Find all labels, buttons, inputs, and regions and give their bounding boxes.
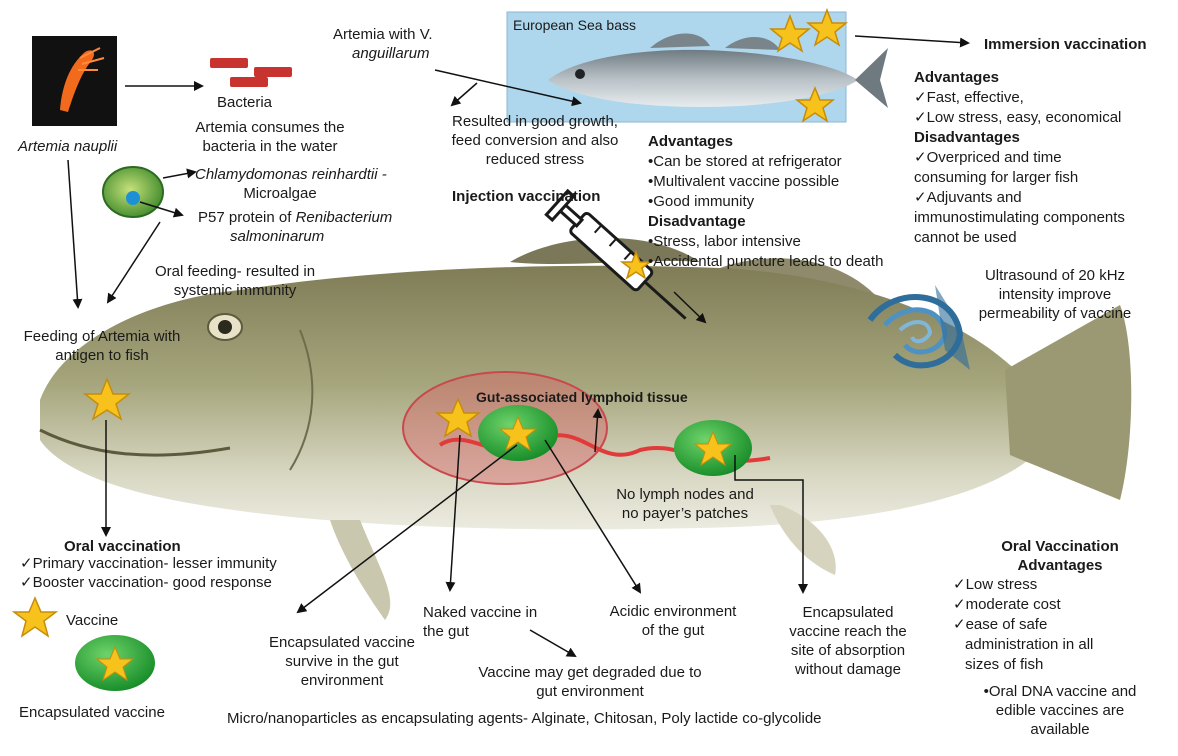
acidic-line2: of the gut [598,621,748,640]
oral-vaccination-item: ✓Booster vaccination- good response [20,573,272,592]
immersion-dis-item: consuming for larger fish [914,168,1125,188]
ultrasound-line2: intensity improve [955,285,1155,304]
feeding-line2: antigen to fish [2,346,202,365]
legend-encapsulated-label: Encapsulated vaccine [19,703,165,722]
encapsulated-vaccine-icon [478,405,558,461]
bacteria-label: Bacteria [217,93,272,112]
oral-vaccination-item: ✓Primary vaccination- lesser immunity [20,554,277,573]
oral-adv-item: sizes of fish [953,655,1093,675]
injection-title: Injection vaccination [452,187,600,206]
artemia-consumes-line2: bacteria in the water [170,137,370,156]
immersion-dis-item: ✓Adjuvants and [914,188,1125,208]
oral-adv-item: ✓moderate cost [953,595,1093,615]
no-lymph-line2: no payer’s patches [590,504,780,523]
immersion-dis-title: Disadvantages [914,128,1125,148]
oral-adv-item: ✓ease of safe [953,615,1093,635]
microalgae-type: Microalgae [195,184,365,203]
protein-text: P57 protein of [198,209,296,226]
immersion-details: Advantages ✓Fast, effective, ✓Low stress… [914,68,1125,248]
result-line2: feed conversion and also [435,131,635,150]
artemia-with-label-line2: anguillarum [352,44,430,63]
injection-adv-item: •Good immunity [648,192,883,212]
artemia-consumes-line1: Artemia consumes the [170,118,370,137]
injection-dis-item: •Stress, labor intensive [648,232,883,252]
injection-adv-item: •Multivalent vaccine possible [648,172,883,192]
naked-line2: the gut [423,622,469,641]
injection-adv-item: •Can be stored at refrigerator [648,152,883,172]
degraded-line2: gut environment [465,682,715,701]
encap-survive-line1: Encapsulated vaccine [242,633,442,652]
result-line3: reduced stress [435,150,635,169]
encap-survive-line2: survive in the gut [242,652,442,671]
artemia-image [32,36,117,126]
bacteria-icon [210,58,292,87]
no-lymph-line1: No lymph nodes and [590,485,780,504]
artemia-with-label-line1: Artemia with V. [333,25,433,44]
immersion-adv-item: ✓Fast, effective, [914,88,1125,108]
injection-details: Advantages •Can be stored at refrigerato… [648,132,883,272]
microalgae-name: Chlamydomonas reinhardtii - [195,165,387,184]
oral-adv-title-line1: Oral Vaccination [960,537,1160,556]
encap-reach-line1: Encapsulated [768,603,928,622]
sea-bass-label: European Sea bass [513,16,636,35]
oral-adv-item: administration in all [953,635,1093,655]
protein-organism: Renibacterium [296,209,393,226]
encapsulated-vaccine-icon [674,420,752,476]
feeding-line1: Feeding of Artemia with [2,327,202,346]
oral-adv-list: ✓Low stress ✓moderate cost ✓ease of safe… [953,575,1093,675]
ultrasound-line1: Ultrasound of 20 kHz [955,266,1155,285]
protein-line1: P57 protein of Renibacterium [198,208,392,227]
immersion-dis-item: cannot be used [914,228,1125,248]
encap-reach-line2: vaccine reach the [768,622,928,641]
oral-dna-line1: •Oral DNA vaccine and [960,682,1160,701]
oral-feeding-line2: systemic immunity [130,281,340,300]
ultrasound-line3: permeability of vaccine [955,304,1155,323]
encap-reach-line4: without damage [768,660,928,679]
oral-dna-line2: edible vaccines are [960,701,1160,720]
immersion-dis-item: immunostimulating components [914,208,1125,228]
immersion-adv-item: ✓Low stress, easy, economical [914,108,1125,128]
immersion-adv-title: Advantages [914,68,1125,88]
oral-feeding-line1: Oral feeding- resulted in [130,262,340,281]
artemia-label: Artemia nauplii [18,137,117,156]
oral-adv-title-line2: Advantages [960,556,1160,575]
legend-vaccine-label: Vaccine [66,611,118,630]
injection-dis-item: •Accidental puncture leads to death [648,252,883,272]
protein-line2: salmoninarum [230,227,324,246]
footer-encapsulating-agents: Micro/nanoparticles as encapsulating age… [227,709,822,728]
oral-adv-item: ✓Low stress [953,575,1093,595]
galt-label: Gut-associated lymphoid tissue [476,388,688,407]
result-line1: Resulted in good growth, [435,112,635,131]
degraded-line1: Vaccine may get degraded due to [465,663,715,682]
encap-reach-line3: site of absorption [768,641,928,660]
acidic-line1: Acidic environment [598,602,748,621]
injection-dis-title: Disadvantage [648,212,883,232]
immersion-dis-item: ✓Overpriced and time [914,148,1125,168]
oral-dna-line3: available [960,720,1160,739]
legend-encapsulated-vaccine-icon [75,635,155,691]
legend-vaccine-star-icon [14,598,56,636]
injection-adv-title: Advantages [648,132,883,152]
immersion-title: Immersion vaccination [984,35,1147,54]
encap-survive-line3: environment [242,671,442,690]
naked-line1: Naked vaccine in [423,603,537,622]
microalgae-icon [103,167,163,217]
